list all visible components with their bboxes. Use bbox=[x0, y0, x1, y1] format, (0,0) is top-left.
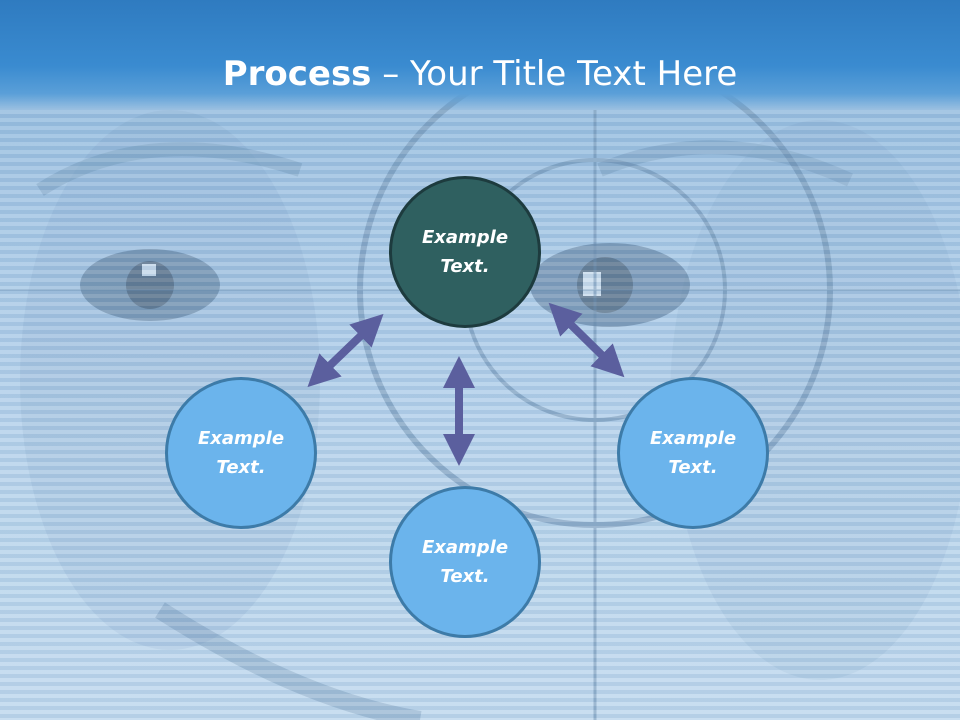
eye-left bbox=[80, 249, 220, 321]
title-bar bbox=[0, 0, 960, 110]
node-right-label: Example Text. bbox=[649, 428, 737, 478]
title-bold: Process bbox=[222, 54, 372, 94]
page-title: Process – Your Title Text Here bbox=[0, 52, 960, 96]
arrow-top-right bbox=[548, 302, 625, 378]
title-rest: – Your Title Text Here bbox=[371, 54, 738, 94]
node-right[interactable]: Example Text. bbox=[617, 377, 769, 529]
node-bottom-label: Example Text. bbox=[421, 537, 509, 587]
node-left-label: Example Text. bbox=[197, 428, 285, 478]
node-bottom[interactable]: Example Text. bbox=[389, 486, 541, 638]
node-top-label: Example Text. bbox=[421, 227, 509, 277]
arrow-top-left bbox=[307, 313, 384, 388]
node-top[interactable]: Example Text. bbox=[389, 176, 541, 328]
node-left[interactable]: Example Text. bbox=[165, 377, 317, 529]
